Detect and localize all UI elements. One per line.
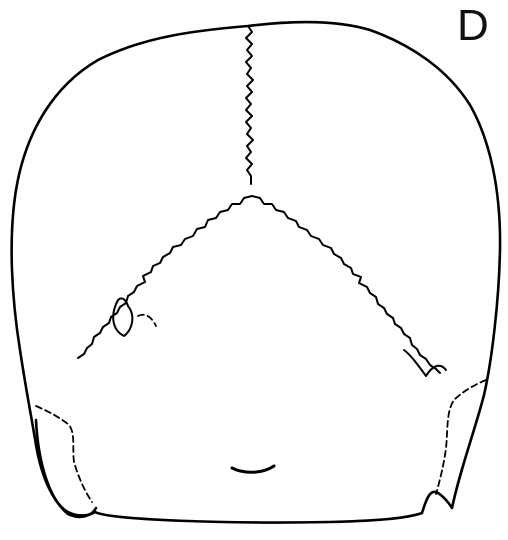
left-lambdoid-suture xyxy=(78,196,252,358)
right-lambdoid-suture xyxy=(252,196,440,373)
skull-outline xyxy=(12,22,500,523)
sagittal-suture xyxy=(246,26,253,184)
left-mastoid-outline xyxy=(36,420,96,517)
left-wormian-bone-inner xyxy=(138,315,156,326)
left-occipitomastoid-suture xyxy=(36,406,92,502)
external-occipital-protuberance xyxy=(232,466,274,472)
